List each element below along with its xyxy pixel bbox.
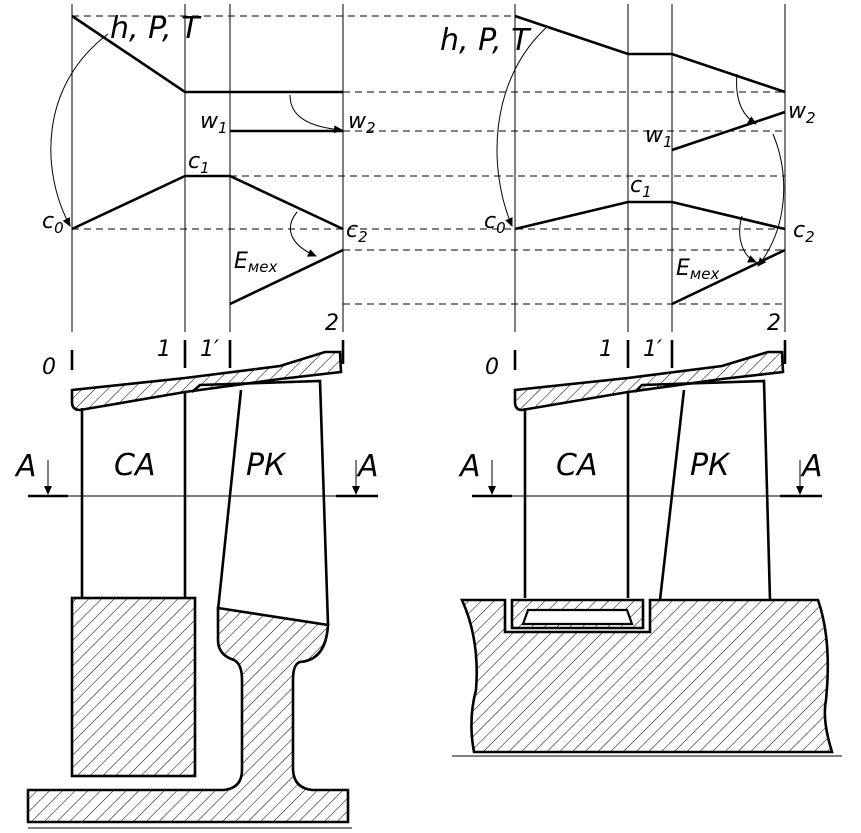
left-sec0: 0	[42, 355, 56, 380]
left-a-right: А	[356, 449, 379, 484]
right-c1-label: c1	[630, 173, 652, 201]
left-shroud	[70, 350, 343, 412]
right-w1-label: w1	[645, 123, 673, 151]
left-dashed-guides	[72, 15, 785, 305]
right-shroud	[513, 350, 785, 412]
left-sec1: 1	[157, 337, 171, 362]
left-arrows	[50, 33, 343, 257]
right-w2-label: w2	[788, 99, 816, 127]
left-c0-label: c0	[42, 209, 64, 237]
left-w1-label: w1	[200, 109, 228, 137]
right-sec2: 2	[767, 311, 781, 336]
left-rotor-disc	[26, 606, 350, 824]
left-emech-label: Eмех	[234, 249, 277, 276]
left-rk-label: РК	[246, 448, 287, 483]
right-section-ticks	[513, 340, 787, 370]
left-sec2: 2	[325, 311, 339, 336]
left-curves	[71, 14, 344, 306]
right-curves	[514, 14, 786, 306]
left-nozzle-blade	[80, 392, 187, 598]
left-ca-label: СА	[114, 448, 155, 483]
left-w2-label: w2	[348, 109, 376, 137]
left-section-ticks	[70, 340, 345, 370]
left-a-left: А	[14, 449, 37, 484]
right-groove-slot	[521, 608, 634, 626]
left-c1-label: c1	[188, 149, 210, 177]
right-ca-label: СА	[556, 448, 597, 483]
right-sec1p: 1′	[643, 337, 662, 362]
left-c2-label: c2	[346, 218, 368, 246]
right-a-right: А	[800, 449, 823, 484]
right-c0-label: c0	[484, 209, 506, 237]
right-rotor-disc	[459, 598, 834, 754]
left-stator-hub	[70, 596, 197, 778]
right-param-label: h, P, T	[440, 23, 532, 58]
right-sec1: 1	[599, 337, 613, 362]
right-rotor-blade	[634, 379, 772, 601]
left-sec1p: 1′	[200, 337, 219, 362]
right-rk-label: РК	[690, 448, 731, 483]
right-sec0: 0	[485, 355, 499, 380]
right-emech-label: Eмех	[676, 256, 719, 283]
left-param-label: h, P, T	[110, 11, 202, 46]
right-a-left: А	[458, 449, 481, 484]
left-stage: h, P, T w1 w2 c1 c0 c2 Eмех 0 1 1′ 2	[14, 4, 785, 829]
right-arrows	[496, 25, 785, 267]
left-rotor-blade	[191, 379, 330, 626]
right-stage: h, P, T w2 w1 c1 c0 c2 Eмех 0 1 1′ 2 А	[440, 4, 842, 757]
right-nozzle-blade	[523, 392, 630, 598]
right-c2-label: c2	[793, 218, 815, 246]
left-section-lines	[71, 4, 344, 332]
right-section-lines	[514, 4, 786, 332]
